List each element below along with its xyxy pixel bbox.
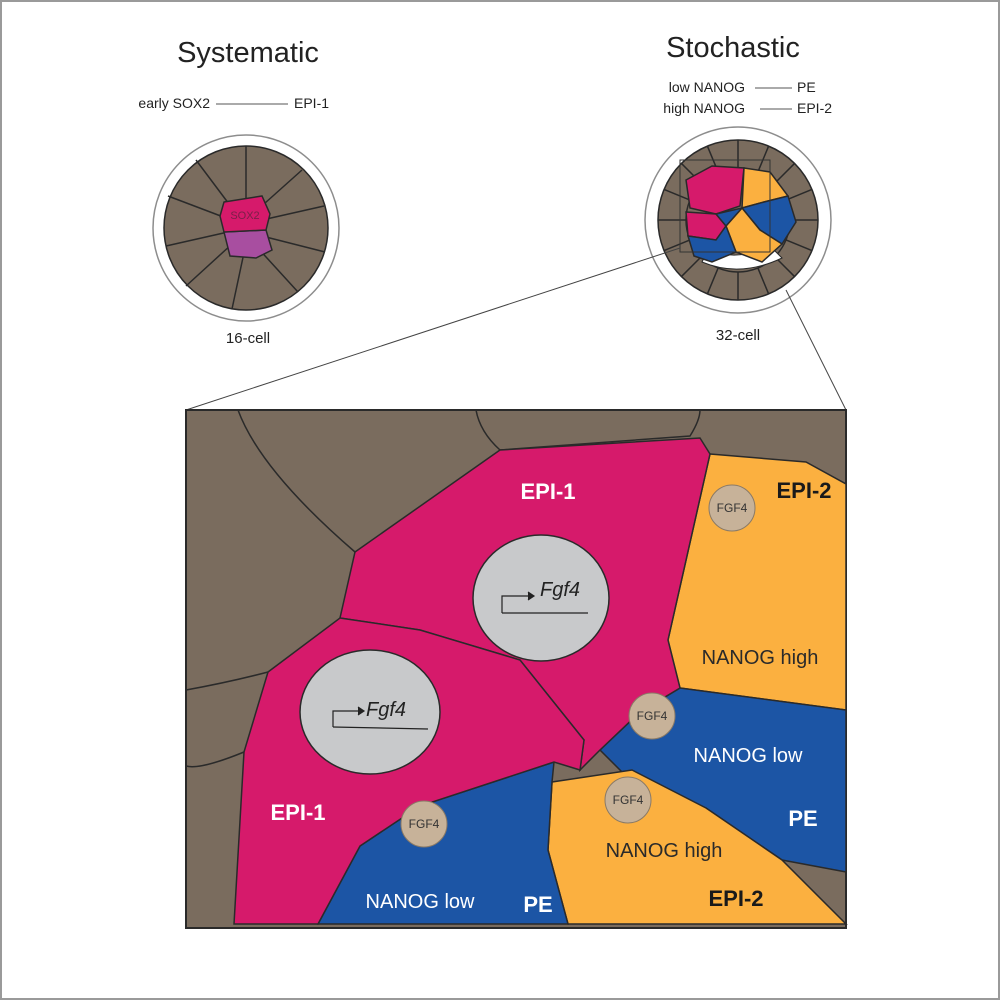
promoter-arrow-top <box>501 591 588 614</box>
nanog-low-label-right: NANOG low <box>694 745 803 767</box>
fgf4-protein-4: FGF4 <box>400 800 448 848</box>
nucleus-bottom <box>299 649 441 775</box>
stochastic-rule1-from: low NANOG <box>669 79 745 95</box>
sox2-cell <box>219 195 271 233</box>
stochastic-rule2-to: EPI-2 <box>797 100 832 116</box>
ring-cell-border <box>785 239 813 252</box>
fgf4-protein-label-3: FGF4 <box>613 793 644 807</box>
ring-cell-border <box>757 145 770 173</box>
fgf4-gene-label-top: Fgf4 <box>540 579 580 601</box>
stochastic-rule2-from: high NANOG <box>663 100 745 116</box>
nanog-low-label-bottom: NANOG low <box>366 891 475 913</box>
zoom-region-box <box>679 159 771 253</box>
stochastic-panel: Stochastic low NANOG PE high NANOG EPI-2… <box>644 32 832 344</box>
nanog-high-label-top: NANOG high <box>702 647 819 669</box>
ring-cell-border <box>680 256 702 278</box>
purple-cell <box>223 229 273 259</box>
ring-cell-border <box>663 188 691 201</box>
stochastic-title: Stochastic <box>666 32 800 64</box>
epi2-label-top: EPI-2 <box>776 478 831 503</box>
epi1-label-bottom: EPI-1 <box>270 800 325 825</box>
systematic-rule-to: EPI-1 <box>294 95 329 111</box>
ring-cell-border <box>757 267 770 295</box>
nanog-high-label-bottom: NANOG high <box>606 840 723 862</box>
systematic-panel: Systematic early SOX2 EPI-1 SOX2 16-cell <box>138 37 340 347</box>
zoom-panel: Fgf4 Fgf4 FGF4 FGF4 FGF4 FGF4 EPI-1 EPI-… <box>185 409 848 929</box>
fgf4-protein-label-4: FGF4 <box>409 817 440 831</box>
fgf4-protein-1: FGF4 <box>708 484 756 532</box>
stochastic-rule1-to: PE <box>797 79 816 95</box>
nucleus-top <box>472 534 610 662</box>
fgf4-gene-label-bottom: Fgf4 <box>366 699 406 721</box>
zoom-connector-left <box>185 247 681 411</box>
systematic-title: Systematic <box>177 37 319 69</box>
ring-cell-border <box>774 162 796 184</box>
stage-32cell-label: 32-cell <box>716 327 760 344</box>
sox2-cell-label: SOX2 <box>230 210 259 222</box>
zoom-trophectoderm-borders <box>185 409 701 768</box>
epi1-label-top: EPI-1 <box>520 479 575 504</box>
fgf4-protein-label-1: FGF4 <box>717 501 748 515</box>
ring-cell-border <box>706 267 719 295</box>
systematic-rule-from: early SOX2 <box>138 95 210 111</box>
icm-magenta-cell-1 <box>685 165 745 215</box>
pe-label-bottom: PE <box>523 892 552 917</box>
zoom-connector-right <box>785 289 847 411</box>
fgf4-protein-label-2: FGF4 <box>637 709 668 723</box>
pe-label-right: PE <box>788 806 817 831</box>
fgf4-protein-2: FGF4 <box>628 692 676 740</box>
ring-cell-border <box>785 188 813 201</box>
epi2-label-bottom: EPI-2 <box>708 886 763 911</box>
stage-16cell-label: 16-cell <box>226 330 270 347</box>
ring-cell-border <box>663 239 691 252</box>
icm-blue-cell-3 <box>714 206 745 228</box>
fgf4-protein-3: FGF4 <box>604 776 652 824</box>
promoter-arrow-bottom <box>332 706 429 730</box>
